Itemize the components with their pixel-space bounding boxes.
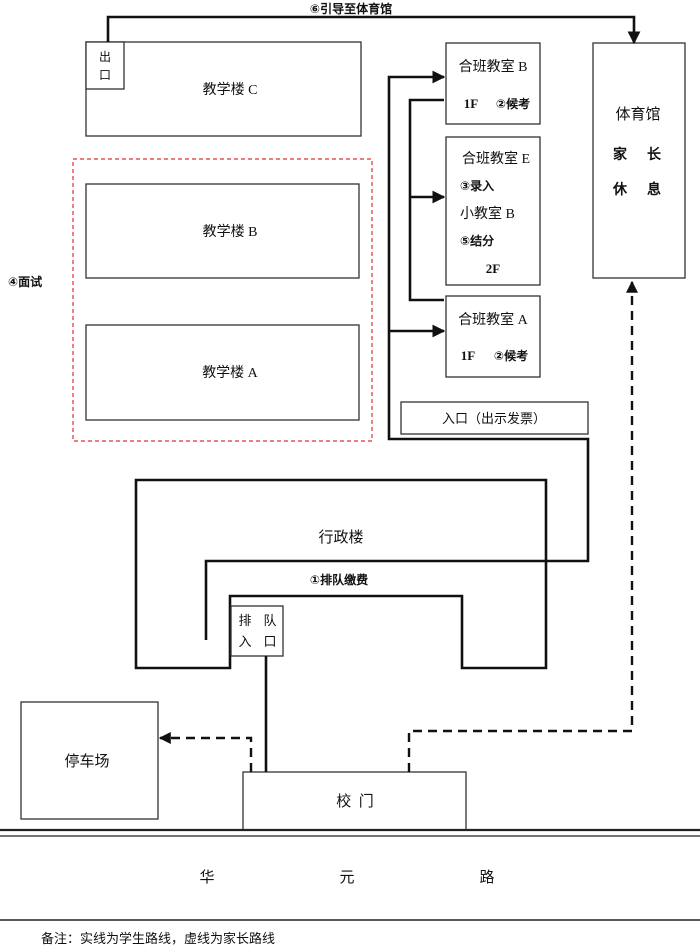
exit-box xyxy=(85,41,125,90)
gym-title: 体育馆 xyxy=(615,106,660,123)
class-room-e-step: ③录入 xyxy=(460,179,494,193)
gym-rest-char-2: 长 xyxy=(647,146,662,163)
queue-entry-char-3: 入 xyxy=(238,634,251,649)
route-rooms-loop xyxy=(408,98,444,302)
queue-entry-box xyxy=(230,605,284,657)
admin-building xyxy=(134,478,548,670)
teaching-building-c xyxy=(85,41,362,137)
interview-step-label: ④面试 xyxy=(8,274,42,289)
class-room-e-floor: 2F xyxy=(486,261,501,276)
class-room-a-floor: 1F xyxy=(461,348,476,363)
entrance-box xyxy=(400,401,589,435)
class-room-a-title: 合班教室 A xyxy=(458,311,528,328)
class-room-e-step2: ⑤结分 xyxy=(460,233,494,248)
gym-rest-char-4: 息 xyxy=(647,181,661,198)
school-gate xyxy=(242,771,467,831)
class-room-e-title: 合班教室 E xyxy=(462,150,530,167)
class-room-e xyxy=(445,136,541,286)
parking-lot-label: 停车场 xyxy=(64,753,109,770)
parking-lot xyxy=(20,701,159,820)
class-room-a-step: ②候考 xyxy=(494,348,528,363)
entrance-label: 入口（出示发票） xyxy=(442,411,546,426)
route-exit-to-gym xyxy=(106,15,641,45)
road-name-char-1: 华 xyxy=(199,869,214,886)
parent-route-to-parking xyxy=(158,732,253,772)
road-name-char-2: 元 xyxy=(339,870,354,886)
parent-route-to-gym xyxy=(407,280,638,772)
admin-building-label: 行政楼 xyxy=(318,529,363,546)
class-room-b xyxy=(445,42,541,125)
teaching-building-b xyxy=(85,183,360,279)
legend-note: 备注：实线为学生路线，虚线为家长路线 xyxy=(41,931,275,946)
exit-label-top: 出 xyxy=(99,50,111,64)
teaching-building-a-label: 教学楼 A xyxy=(202,365,258,381)
class-room-b-floor: 1F xyxy=(464,96,479,111)
queue-entry-char-2: 队 xyxy=(263,613,276,628)
road-name-char-3: 路 xyxy=(479,869,494,886)
class-room-a xyxy=(445,295,541,378)
gym-rest-char-1: 家 xyxy=(613,146,628,163)
teaching-building-a xyxy=(85,324,360,421)
school-gate-label: 校 门 xyxy=(336,793,374,810)
to-gym-step-label: ⑥引导至体育馆 xyxy=(310,1,392,16)
exit-label-bottom: 口 xyxy=(99,68,111,82)
teaching-building-b-label: 教学楼 B xyxy=(203,224,258,240)
queue-entry-char-4: 口 xyxy=(263,634,276,649)
gymnasium xyxy=(592,42,686,279)
class-room-b-title: 合班教室 B xyxy=(459,58,528,75)
teaching-building-c-label: 教学楼 C xyxy=(203,82,258,98)
queue-entry-char-1: 排 xyxy=(238,613,251,628)
route-admin-to-room-b xyxy=(204,70,590,640)
queue-pay-step-label: ①排队缴费 xyxy=(310,572,368,587)
interview-zone xyxy=(72,158,373,442)
gym-rest-char-3: 休 xyxy=(612,181,628,198)
small-room-b-label: 小教室 B xyxy=(460,205,515,222)
class-room-b-step: ②候考 xyxy=(496,96,530,111)
